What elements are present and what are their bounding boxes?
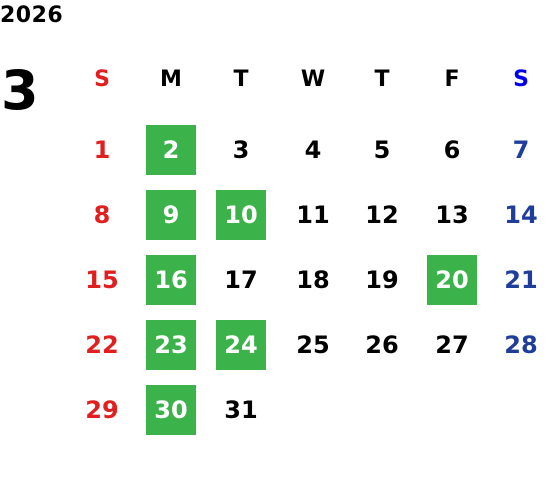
highlighted-day-cell: 9 [146, 190, 196, 240]
highlighted-day-cell: 16 [146, 255, 196, 305]
day-cell: 1 [93, 136, 111, 164]
weekday-header-thu: T [374, 67, 390, 92]
highlighted-day-cell: 2 [146, 125, 196, 175]
day-cell: 15 [85, 266, 119, 294]
day-cell: 6 [443, 136, 461, 164]
weekday-header-sun: S [94, 67, 110, 92]
day-cell: 7 [512, 136, 530, 164]
day-cell: 25 [296, 331, 330, 359]
highlighted-day-cell: 20 [427, 255, 477, 305]
highlighted-day-cell: 30 [146, 385, 196, 435]
day-cell: 3 [232, 136, 250, 164]
day-cell: 11 [296, 201, 330, 229]
weekday-header-tue: T [233, 67, 249, 92]
weekday-header-mon: M [160, 67, 182, 92]
highlighted-day-cell: 23 [146, 320, 196, 370]
day-cell: 31 [224, 396, 258, 424]
day-cell: 18 [296, 266, 330, 294]
weekday-header-fri: F [444, 67, 460, 92]
day-cell: 22 [85, 331, 119, 359]
day-cell: 12 [365, 201, 399, 229]
day-cell: 5 [373, 136, 391, 164]
day-cell: 17 [224, 266, 258, 294]
day-cell: 27 [435, 331, 469, 359]
weekday-header-wed: W [300, 67, 326, 92]
day-cell: 19 [365, 266, 399, 294]
weekday-header-sat: S [513, 67, 529, 92]
day-cell: 28 [504, 331, 538, 359]
day-cell: 8 [93, 201, 111, 229]
day-cell: 13 [435, 201, 469, 229]
day-cell: 26 [365, 331, 399, 359]
day-cell: 14 [504, 201, 538, 229]
highlighted-day-cell: 24 [216, 320, 266, 370]
year-label: 2026 [0, 3, 64, 28]
highlighted-day-cell: 10 [216, 190, 266, 240]
day-cell: 29 [85, 396, 119, 424]
day-cell: 21 [504, 266, 538, 294]
day-cell: 4 [304, 136, 322, 164]
month-number: 3 [1, 59, 39, 122]
